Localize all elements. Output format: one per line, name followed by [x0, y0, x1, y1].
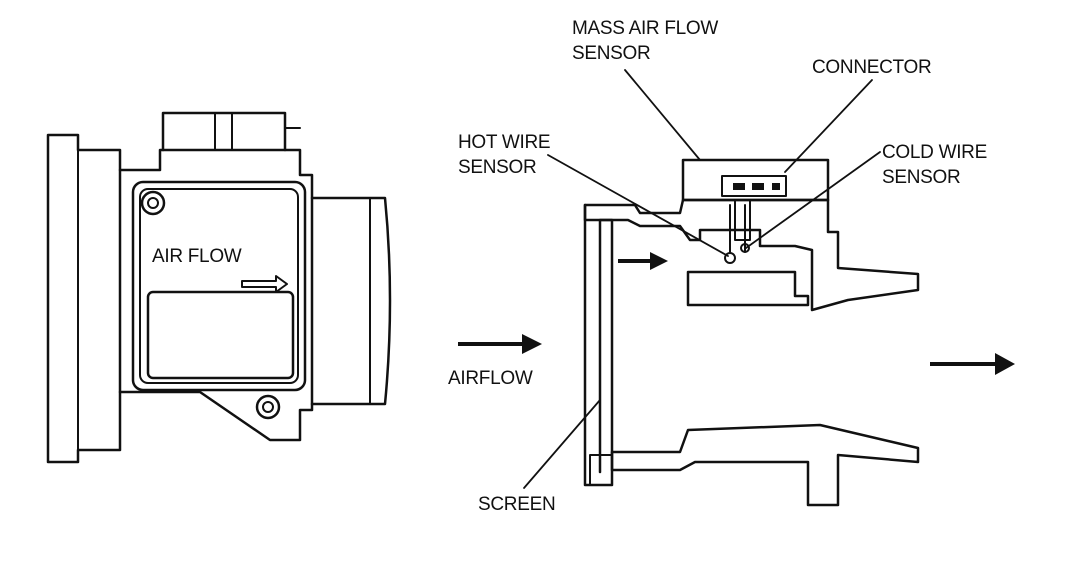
top-screw-hole — [147, 197, 159, 209]
housing-body — [118, 148, 314, 442]
connector-pin-2 — [752, 183, 764, 190]
cover-plate-outer — [131, 180, 307, 392]
cold-wire-label-line1: COLD WIRE — [882, 142, 987, 163]
outlet-airflow-arrow-icon — [930, 353, 1015, 375]
small-flow-arrow-icon — [241, 275, 288, 293]
connector-pin-3 — [772, 183, 780, 190]
label-window — [146, 290, 295, 380]
top-connector-block — [161, 111, 287, 152]
maf-sensor-label-line1: MASS AIR FLOW — [572, 18, 718, 39]
airflow-housing-label: AIR FLOW — [152, 246, 242, 267]
connector-pin-1 — [733, 183, 745, 190]
airflow-inlet-label: AIRFLOW — [448, 368, 533, 389]
screen-leader — [523, 399, 601, 489]
cold-wire-element-icon — [740, 243, 750, 253]
sensor-housing-exterior: AIR FLOW — [46, 111, 392, 464]
maf-sensor-leader — [624, 69, 701, 161]
top-screw-icon — [140, 190, 166, 216]
cover-plate-inner — [139, 188, 299, 384]
sensor-cross-section — [458, 69, 1015, 507]
hot-wire-label-line1: HOT WIRE — [458, 132, 550, 153]
connector-leader — [784, 79, 873, 173]
maf-sensor-label-line2: SENSOR — [572, 43, 650, 64]
bypass-channel-insert — [686, 270, 810, 307]
screen-label: SCREEN — [478, 494, 555, 515]
lower-wall-section — [610, 423, 920, 507]
outlet-tube — [310, 196, 392, 406]
hot-wire-element-icon — [724, 252, 736, 264]
hot-wire-label-line2: SENSOR — [458, 157, 536, 178]
inlet-ring — [583, 203, 614, 487]
hot-wire-leader — [547, 154, 729, 257]
connector-plug — [721, 175, 787, 197]
inlet-airflow-arrow-icon — [458, 334, 542, 354]
bottom-screw-icon — [255, 394, 281, 420]
bottom-screw-hole — [262, 401, 274, 413]
connector-label: CONNECTOR — [812, 57, 931, 78]
inlet-flange — [46, 133, 122, 464]
upper-wall-section — [583, 198, 920, 312]
cold-wire-label-line2: SENSOR — [882, 167, 960, 188]
sensor-module-head — [681, 158, 830, 202]
bypass-airflow-arrow-icon — [618, 252, 668, 270]
cold-wire-leader — [745, 151, 881, 249]
